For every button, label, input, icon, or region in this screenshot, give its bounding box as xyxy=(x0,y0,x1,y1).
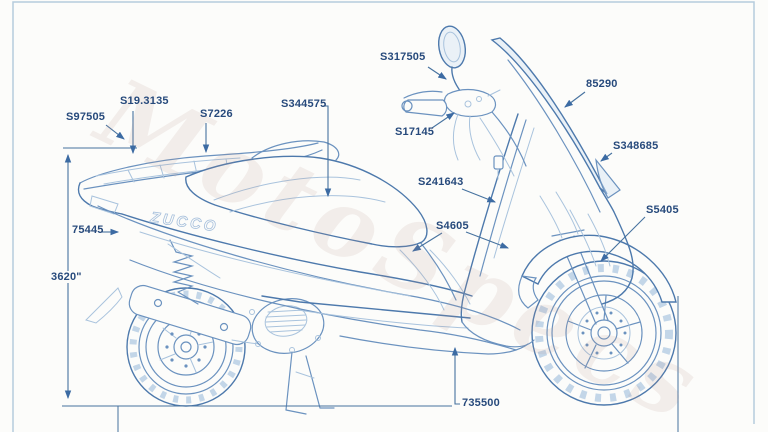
callout-s7226: S7226 xyxy=(200,108,233,120)
leader-s317505 xyxy=(427,66,447,80)
engine-cover xyxy=(249,298,325,354)
leader-s241643 xyxy=(461,188,497,203)
front-fender xyxy=(518,234,677,309)
dimension-lines xyxy=(62,147,679,432)
leader-lines xyxy=(102,66,646,405)
leader-s4605-right xyxy=(465,231,510,249)
mirror xyxy=(437,25,467,93)
callout-s193135: S19.3135 xyxy=(120,95,169,107)
callout-s5405: S5405 xyxy=(646,204,679,216)
callout-height-3620: 3620" xyxy=(48,271,85,283)
center-stand xyxy=(285,351,335,415)
leg-shield xyxy=(460,113,535,348)
callout-75445: 75445 xyxy=(72,224,104,236)
leader-s4605-left xyxy=(412,232,443,252)
seat xyxy=(185,155,428,248)
leader-s17145 xyxy=(431,112,455,129)
leader-s348685 xyxy=(600,152,613,162)
callout-s344575: S344575 xyxy=(281,98,327,110)
leader-s5405 xyxy=(600,216,646,262)
handlebar xyxy=(401,88,527,180)
callout-85290: 85290 xyxy=(586,78,618,90)
callout-s317505: S317505 xyxy=(380,51,426,63)
callout-s97505: S97505 xyxy=(66,111,106,123)
leader-85290 xyxy=(564,91,586,108)
callout-s241643: S241643 xyxy=(418,176,464,188)
callout-735500: 735500 xyxy=(462,397,500,409)
leader-s344575 xyxy=(323,105,332,198)
callout-s17145: S17145 xyxy=(395,126,435,138)
callout-s4605: S4605 xyxy=(436,220,469,232)
leader-735500 xyxy=(451,346,460,405)
leader-s97505 xyxy=(105,124,125,140)
windshield xyxy=(490,37,634,305)
muffler xyxy=(85,284,263,346)
frame-border xyxy=(12,1,755,432)
callout-s348685: S348685 xyxy=(613,140,659,152)
